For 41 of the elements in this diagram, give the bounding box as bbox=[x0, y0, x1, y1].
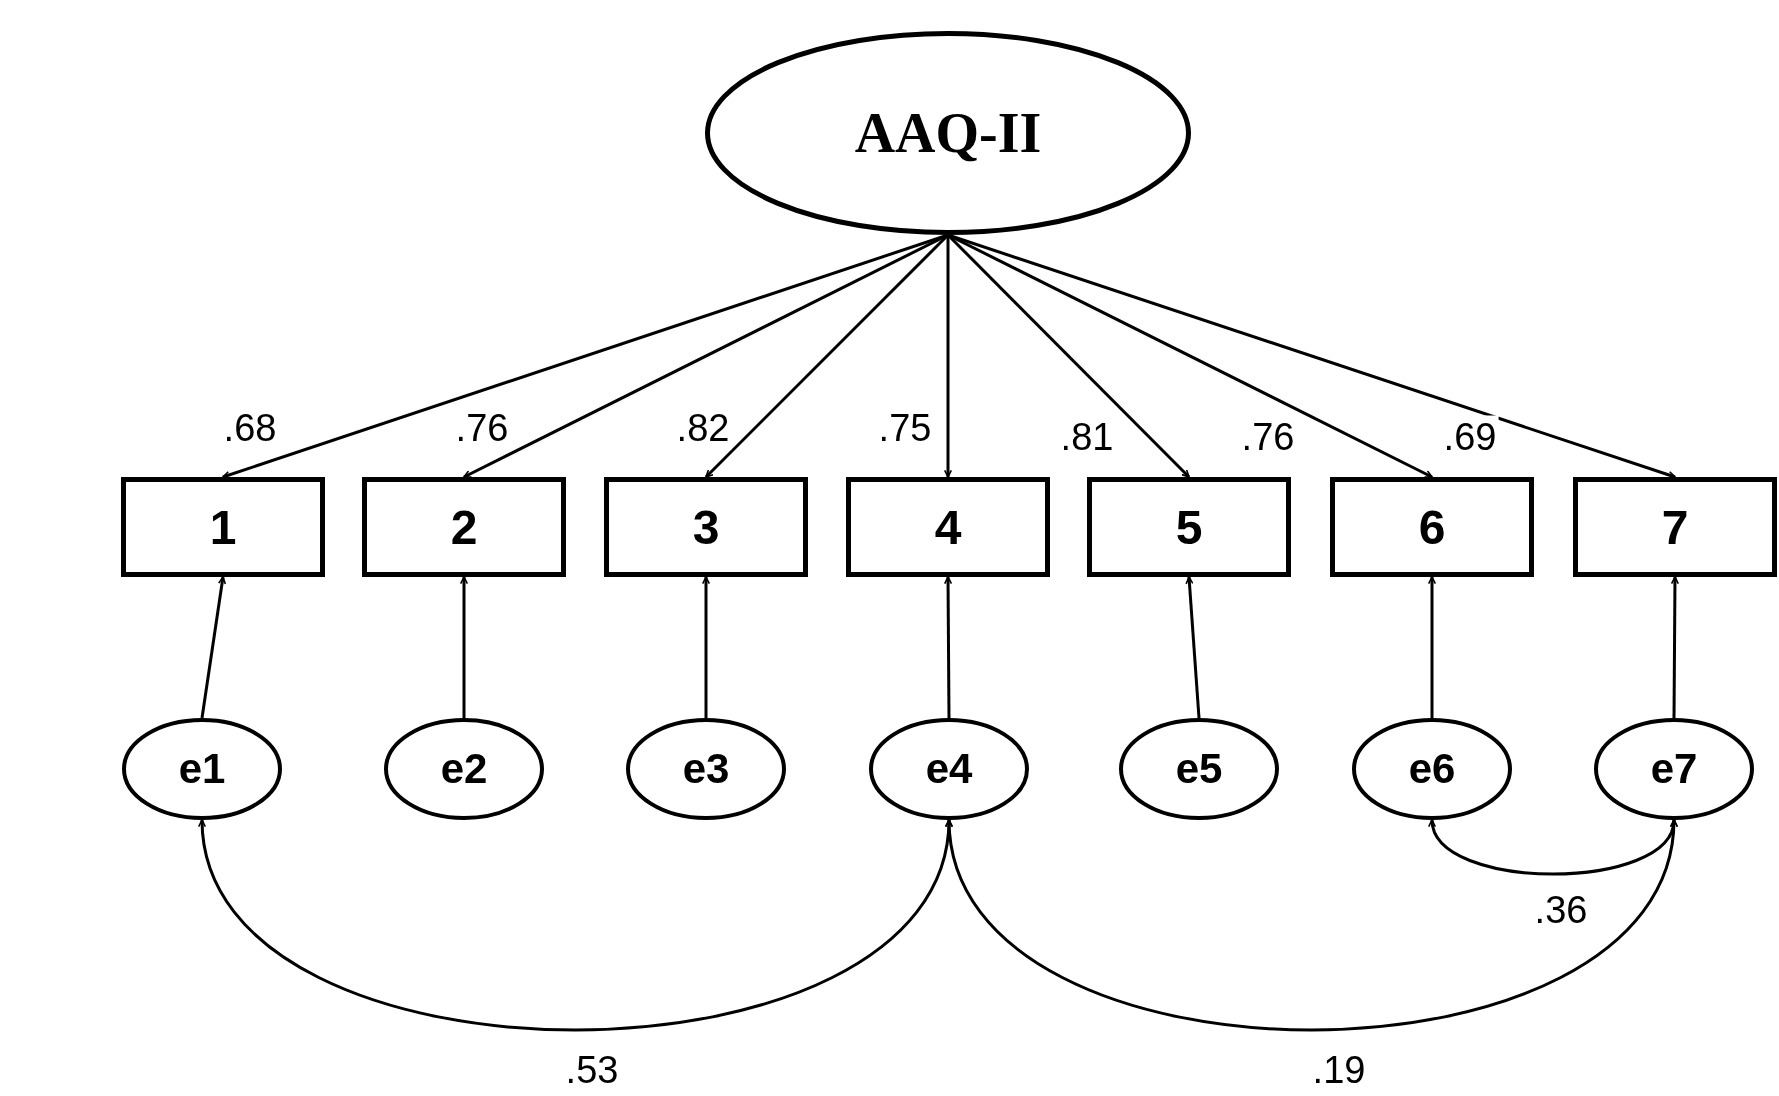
variable-label: e2 bbox=[440, 745, 488, 793]
variable-label: 4 bbox=[934, 499, 962, 555]
variable-label: e4 bbox=[925, 745, 973, 793]
arrow bbox=[701, 576, 711, 718]
variable-label: AAQ-II bbox=[854, 101, 1042, 165]
variable-label: 6 bbox=[1418, 499, 1446, 555]
observed-variable-box bbox=[846, 477, 1050, 577]
observed-variable-box bbox=[1330, 477, 1534, 577]
observed-variable-box bbox=[1087, 477, 1291, 577]
error-term-ellipse bbox=[384, 718, 544, 820]
arrow bbox=[943, 576, 953, 718]
observed-variable-box bbox=[604, 477, 808, 577]
observed-variable-box bbox=[362, 477, 566, 577]
observed-variable-box bbox=[1573, 477, 1777, 577]
arrow bbox=[943, 235, 953, 478]
error-term-ellipse bbox=[1352, 718, 1512, 820]
arrow bbox=[200, 576, 227, 719]
arrow bbox=[1427, 576, 1437, 718]
error-term-ellipse bbox=[1119, 718, 1279, 820]
variable-label: 7 bbox=[1661, 499, 1689, 555]
variable-label: e3 bbox=[682, 745, 730, 793]
variable-label: e6 bbox=[1408, 745, 1456, 793]
error-term-ellipse bbox=[626, 718, 786, 820]
curved-double-arrow bbox=[946, 819, 1677, 1032]
variable-label: e7 bbox=[1650, 745, 1698, 793]
latent-variable-ellipse bbox=[705, 31, 1191, 235]
error-term-ellipse bbox=[869, 718, 1029, 820]
variable-label: e1 bbox=[178, 745, 226, 793]
observed-variable-box bbox=[121, 477, 325, 577]
error-term-ellipse bbox=[1594, 718, 1754, 820]
variable-label: e5 bbox=[1175, 745, 1223, 793]
arrow bbox=[459, 576, 469, 718]
error-term-ellipse bbox=[122, 718, 282, 820]
variable-label: 5 bbox=[1175, 499, 1203, 555]
arrow bbox=[1185, 576, 1201, 719]
variable-label: 3 bbox=[692, 499, 720, 555]
variable-label: 1 bbox=[209, 499, 237, 555]
arrow bbox=[1670, 576, 1680, 718]
curved-double-arrow bbox=[1429, 819, 1677, 876]
curved-double-arrow bbox=[199, 819, 952, 1032]
variable-label: 2 bbox=[450, 499, 478, 555]
